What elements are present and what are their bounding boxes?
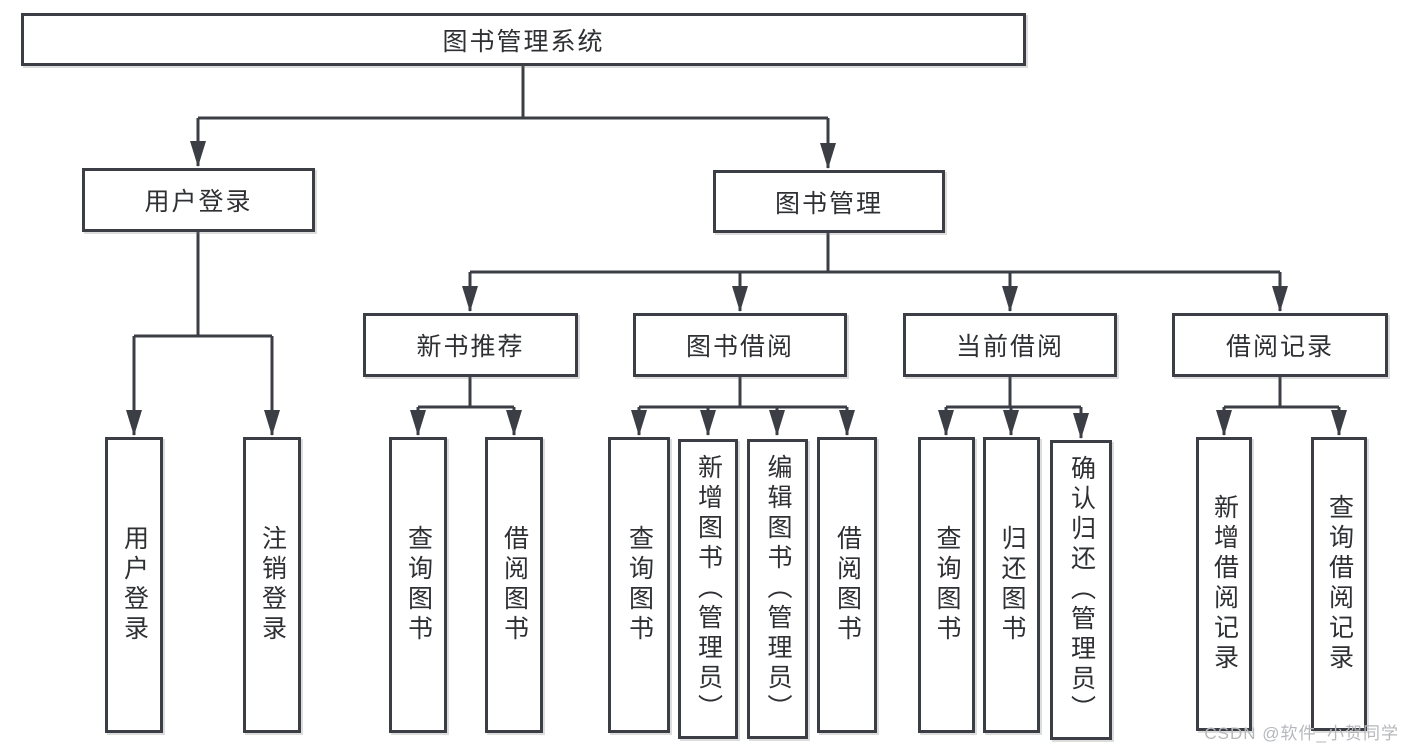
leaf-query-books-recommend: 查询图书 <box>389 437 447 733</box>
leaf-add-borrow-record: 新增借阅记录 <box>1196 437 1252 731</box>
node-book-borrow: 图书借阅 <box>633 313 847 377</box>
node-label: 借阅图书 <box>833 525 862 645</box>
leaf-user-login: 用户登录 <box>105 437 163 733</box>
node-current-borrow: 当前借阅 <box>903 313 1117 377</box>
node-label: 图书管理系统 <box>442 27 605 56</box>
node-label: 用户登录 <box>144 188 253 216</box>
node-label: 查询借阅记录 <box>1325 494 1354 674</box>
node-new-book-recommend: 新书推荐 <box>363 313 578 377</box>
node-borrow-records: 借阅记录 <box>1172 313 1388 377</box>
leaf-query-borrow-record: 查询借阅记录 <box>1311 437 1367 731</box>
node-label: 图书借阅 <box>685 333 794 361</box>
leaf-add-book-admin: 新增图书（管理员） <box>678 439 738 739</box>
node-label: 查询图书 <box>625 525 654 645</box>
node-label: 图书管理 <box>774 189 883 218</box>
node-label: 借阅图书 <box>500 525 529 645</box>
node-label: 查询图书 <box>404 525 433 645</box>
node-label: 归还图书 <box>998 525 1026 645</box>
leaf-query-books-current: 查询图书 <box>918 437 975 733</box>
node-label: 当前借阅 <box>955 333 1064 361</box>
node-label: 注销登录 <box>258 525 287 645</box>
leaf-return-book: 归还图书 <box>983 437 1040 733</box>
node-label: 确认归还（管理员） <box>1067 455 1096 725</box>
node-label: 新增借阅记录 <box>1210 494 1239 674</box>
node-label: 新书推荐 <box>416 333 525 361</box>
node-label: 用户登录 <box>120 525 149 645</box>
leaf-logout: 注销登录 <box>243 437 301 733</box>
node-label: 编辑图书（管理员） <box>764 454 792 724</box>
csdn-watermark: CSDN @软件_小贺同学 <box>1204 724 1399 743</box>
leaf-confirm-return-admin: 确认归还（管理员） <box>1050 440 1112 740</box>
leaf-borrow-books-recommend: 借阅图书 <box>485 437 543 733</box>
leaf-edit-book-admin: 编辑图书（管理员） <box>747 439 808 739</box>
node-book-management: 图书管理 <box>713 170 945 233</box>
node-label: 新增图书（管理员） <box>694 454 723 724</box>
node-library-management-system: 图书管理系统 <box>21 13 1026 66</box>
node-user-login: 用户登录 <box>82 168 315 232</box>
node-label: 借阅记录 <box>1225 333 1334 361</box>
leaf-borrow-books: 借阅图书 <box>817 437 877 733</box>
leaf-query-books-borrow: 查询图书 <box>608 437 670 733</box>
node-label: 查询图书 <box>933 525 961 645</box>
